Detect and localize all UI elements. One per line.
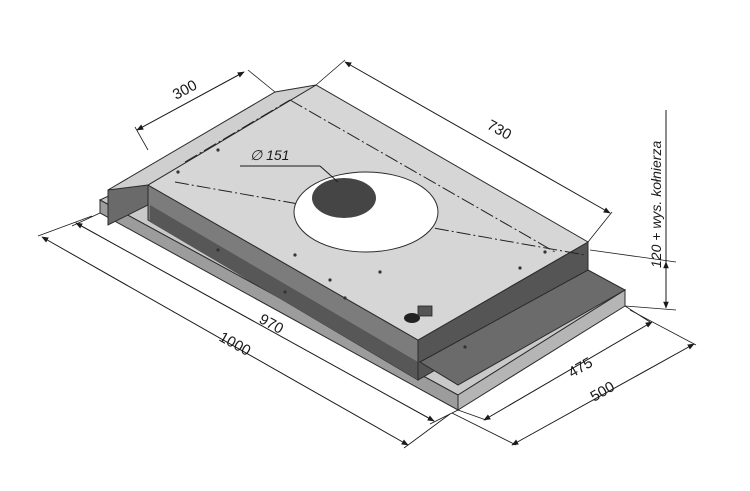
centerline-diag [289, 99, 556, 253]
dimension-diameter-151: ∅ 151 [240, 147, 339, 183]
exhaust-outlet [293, 171, 439, 253]
dim-730-label: 730 [484, 117, 514, 144]
dim-500-label: 500 [588, 378, 618, 405]
outlet-hole [312, 178, 376, 218]
dim-1000-label: 1000 [216, 329, 253, 360]
dim-475-label: 475 [566, 354, 596, 381]
height-label: 120 + wys. kołnierza [648, 141, 664, 268]
dimension-height: 120 + wys. kołnierza [589, 110, 677, 311]
centerline-short [184, 99, 291, 163]
dim-970-label: 970 [256, 311, 286, 338]
dim-151-label: ∅ 151 [250, 147, 289, 163]
dim-300-label: 300 [170, 77, 200, 104]
